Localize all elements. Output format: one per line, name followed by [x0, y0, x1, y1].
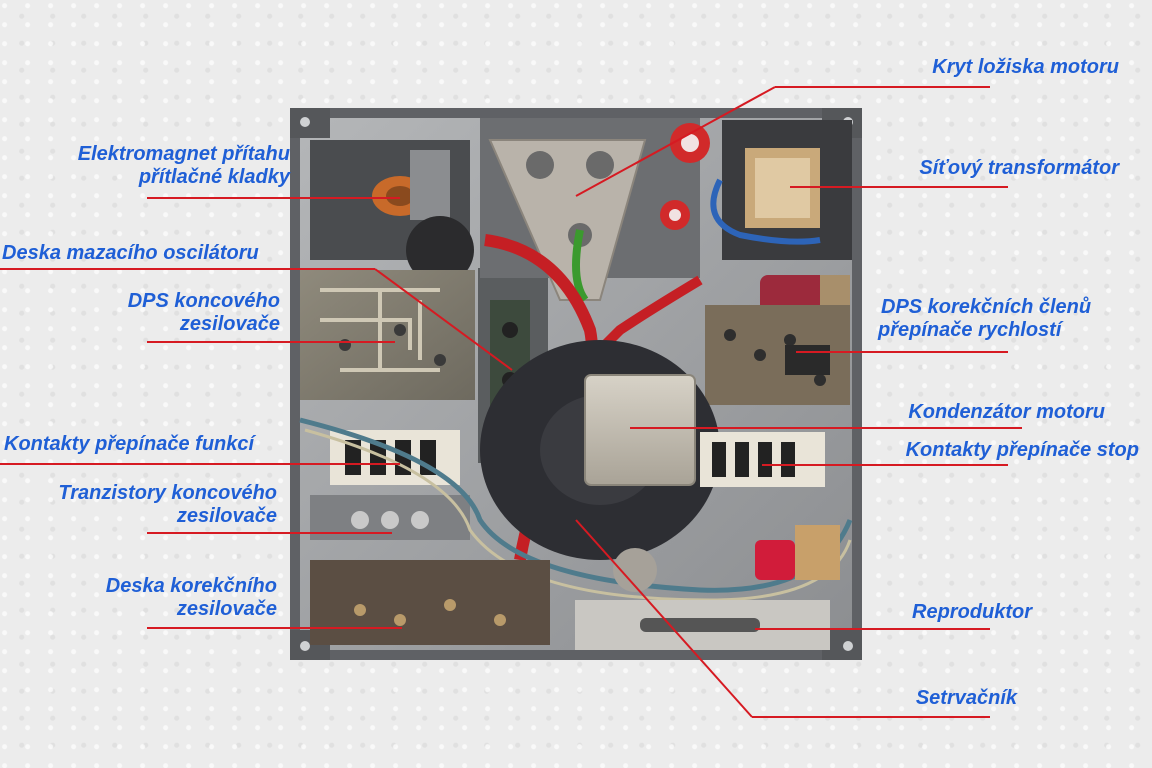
label-kontakty-stop: Kontakty přepínače stop: [905, 439, 1139, 461]
stop-switch-contacts: [700, 432, 825, 487]
label-sitovy-trafo: Síťový transformátor: [919, 157, 1119, 179]
label-kryt-loziska: Kryt ložiska motoru: [932, 56, 1119, 78]
speaker: [575, 525, 840, 650]
label-deska-mazaciho: Deska mazacího oscilátoru: [2, 242, 259, 264]
leader-setrvacnik-diag: [575, 519, 753, 718]
label-tranzistory-line1: Tranzistory koncového: [58, 482, 277, 504]
label-deska-korekcniho: Deska korekčního zesilovače: [106, 575, 277, 621]
label-tranzistory: Tranzistory koncového zesilovače: [58, 482, 277, 528]
label-dps-korekcnich: DPS korekčních členů přepínače rychlostí: [878, 296, 1091, 342]
label-deska-korekcniho-line1: Deska korekčního: [105, 575, 277, 597]
label-elektromagnet-line2: přítlačné kladky: [138, 166, 290, 188]
label-dps-koncoveho-line2: zesilovače: [179, 313, 280, 335]
motor-plate: [480, 118, 710, 303]
label-kondenzator: Kondenzátor motoru: [908, 401, 1105, 423]
label-dps-koncoveho-line1: DPS koncového: [127, 290, 280, 312]
label-kontakty-funkci: Kontakty přepínače funkcí: [4, 433, 255, 455]
power-transformer: [710, 120, 852, 260]
pcb-power-amp: [300, 270, 475, 400]
label-elektromagnet: Elektromagnet přítahu přítlačné kladky: [78, 143, 290, 189]
pcb-correction-amp: [310, 560, 550, 645]
label-elektromagnet-line1: Elektromagnet přítahu: [77, 143, 290, 165]
motor-capacitor: [584, 374, 696, 486]
leader-deska-mazaciho-diag: [374, 268, 513, 371]
label-setrvacnik: Setrvačník: [915, 687, 1017, 709]
leader-lines: [0, 86, 1022, 718]
label-deska-korekcniho-line2: zesilovače: [176, 598, 277, 620]
label-tranzistory-line2: zesilovače: [176, 505, 277, 527]
pcb-speed-correction: [705, 305, 850, 405]
leader-kryt-loziska-diag: [575, 86, 776, 197]
label-reproduktor: Reproduktor: [912, 601, 1032, 623]
label-dps-korekcnich-line1: DPS korekčních členů: [881, 296, 1092, 318]
electromagnet: [310, 140, 474, 284]
label-dps-korekcnich-line2: přepínače rychlostí: [878, 319, 1062, 341]
label-dps-koncoveho: DPS koncového zesilovače: [128, 290, 280, 336]
